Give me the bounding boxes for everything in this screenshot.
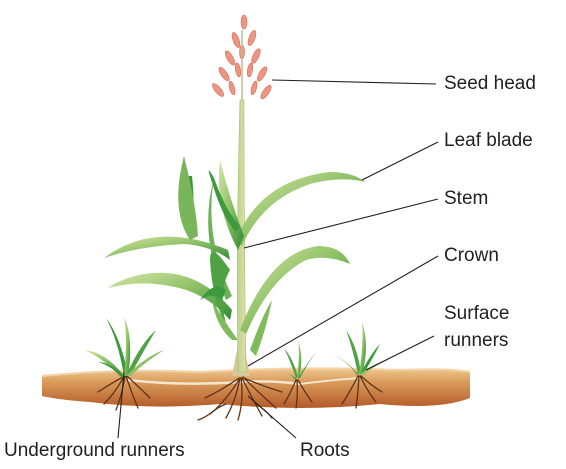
label-stem: Stem (444, 188, 488, 210)
leader-seed-head (272, 80, 436, 84)
leader-leaf-blade (362, 142, 438, 180)
label-crown: Crown (444, 245, 499, 267)
main-plant (104, 15, 366, 376)
leader-stem (244, 199, 438, 248)
label-underground-runners: Underground runners (4, 440, 185, 462)
label-seed-head: Seed head (444, 73, 536, 95)
label-leaf-blade: Leaf blade (444, 130, 533, 152)
leader-surface-runners (366, 336, 434, 370)
label-roots: Roots (300, 440, 350, 462)
small-plant-left (84, 316, 164, 378)
label-surface-runners-line1: Surface (444, 303, 509, 325)
label-surface-runners-line2: runners (444, 330, 508, 352)
